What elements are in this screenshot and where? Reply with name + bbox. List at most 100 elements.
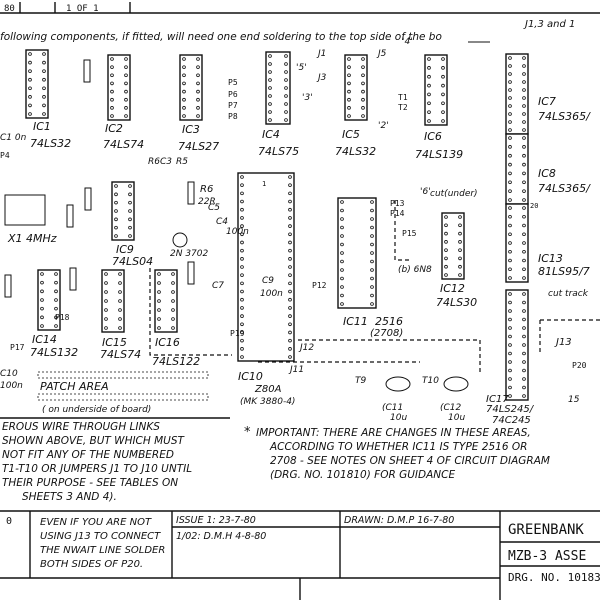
ic-pin-pad [124, 106, 128, 110]
ic-pin-pad [508, 214, 512, 219]
ic16-ref: IC16 [155, 336, 180, 349]
ic-pin-pad [28, 86, 32, 91]
ic-pin-pad [240, 240, 244, 245]
ic-pin-pad [284, 54, 288, 58]
ic-pin-pad [240, 207, 244, 212]
ic10-part: (MK 3880-4) [240, 397, 295, 407]
ic-pin-pad [42, 95, 46, 99]
ic-pin-pad [118, 299, 122, 303]
ic-pin-pad [104, 281, 108, 285]
resistor [69, 267, 77, 291]
ic-pin-pad [171, 317, 175, 321]
ic-pin-pad [268, 70, 272, 74]
capacitor-c12 [443, 376, 469, 392]
ic-pin-pad [522, 385, 526, 390]
ic-pin-pad [124, 57, 128, 61]
pin-20-label: 20 [530, 202, 538, 210]
ic-pin-pad [370, 259, 374, 264]
ic-pin-pad [340, 259, 344, 264]
ic-pin-pad [508, 171, 512, 176]
ic-pin-pad [522, 145, 526, 149]
ic-pin-pad [240, 183, 244, 187]
ic-pin-pad [508, 326, 512, 330]
ic7-ref: IC7 [538, 95, 556, 108]
ic-pin-pad [54, 298, 58, 302]
ic-pin-pad [508, 206, 512, 210]
link-j12: J12 [298, 343, 314, 353]
ic-pin-pad [427, 92, 431, 97]
ic-pin-pad [508, 317, 512, 322]
link-t10: T10 [422, 376, 439, 386]
ic6-type: 74LS139 [415, 148, 463, 161]
drawing-number: DRG. NO. 10183 [508, 571, 600, 584]
ic-pin-pad [288, 297, 292, 302]
capacitor-c11 [385, 376, 411, 392]
ic-pin-pad [427, 119, 431, 123]
ic-pin-pad [196, 73, 200, 78]
c9-label: C9 [262, 276, 274, 286]
ic-pin-pad [284, 118, 288, 122]
ic-pin-pad [508, 351, 512, 356]
ic13-ref: IC13 [538, 252, 563, 265]
ic-pin-pad [340, 285, 344, 289]
pad-p7: P7 [228, 101, 238, 110]
issue-2: 1/02: D.M.H 4-8-80 [176, 531, 266, 542]
ic-pin-pad [458, 273, 462, 277]
ic-pin-pad [110, 97, 114, 102]
ic-pin-pad [340, 276, 344, 281]
ic-pin-pad [114, 225, 118, 230]
ic-pin-pad [268, 62, 272, 66]
ic-pin-pad [110, 73, 114, 78]
ic-pin-pad [124, 114, 128, 118]
ic-pin-pad [444, 223, 448, 228]
ic-pin-pad [347, 81, 351, 86]
ic-pin-pad [522, 206, 526, 210]
ic-pin-pad [157, 317, 161, 321]
ic-pin-pad [114, 234, 118, 238]
ic13-type: 81LS95/7 [538, 265, 590, 278]
ic-pin-pad [128, 192, 132, 197]
ic-pin-pad [370, 268, 374, 272]
ic12-ref: IC12 [440, 282, 465, 295]
link-b-note: (b) 6N8 [398, 265, 432, 275]
ic17-alt: 74C245 [492, 415, 531, 426]
ic-pin-pad [508, 128, 512, 132]
ic-pin-pad [522, 64, 526, 68]
ic-pin-pad [171, 272, 175, 276]
ic-pin-pad [54, 306, 58, 311]
ic-pin-pad [104, 290, 108, 294]
ic-pin-pad [347, 114, 351, 118]
ic-pin-pad [171, 281, 175, 285]
ic-pin-pad [28, 69, 32, 73]
resistor [66, 204, 74, 228]
ic-pin-pad [522, 56, 526, 60]
ic-pin-pad [110, 65, 114, 69]
ic-pin-pad [340, 293, 344, 298]
resistor [83, 59, 91, 83]
ic-pin-pad [284, 70, 288, 74]
ic-pin-pad [508, 334, 512, 339]
ic-pin-pad [508, 300, 512, 305]
ic-pin-pad [196, 89, 200, 94]
ic-pin-pad [40, 324, 44, 328]
ic-pin-pad [340, 268, 344, 272]
ic-pin-pad [370, 234, 374, 238]
ic-pin-pad [508, 198, 512, 202]
patch-area: PATCH AREA ( on underside of board) [37, 371, 209, 415]
ic-pin-pad [240, 347, 244, 351]
pad-p19: P19 [230, 329, 245, 338]
ic-pin-pad [268, 86, 272, 90]
ic-pin-pad [508, 104, 512, 108]
pad-p6: P6 [228, 90, 238, 99]
ic3-ref: IC3 [182, 123, 200, 136]
ic-pin-pad [441, 101, 445, 106]
ic-pin-pad [110, 89, 114, 94]
ic-pin-pad [427, 101, 431, 106]
ic-pin-pad [128, 200, 132, 205]
ic-pin-pad [370, 242, 374, 247]
ic-pin-pad [508, 241, 512, 245]
ic-pin-pad [522, 309, 526, 313]
ic-pin-pad [458, 248, 462, 252]
ic17-type: 74LS245/ [486, 404, 535, 415]
ic-pin-pad [458, 223, 462, 228]
